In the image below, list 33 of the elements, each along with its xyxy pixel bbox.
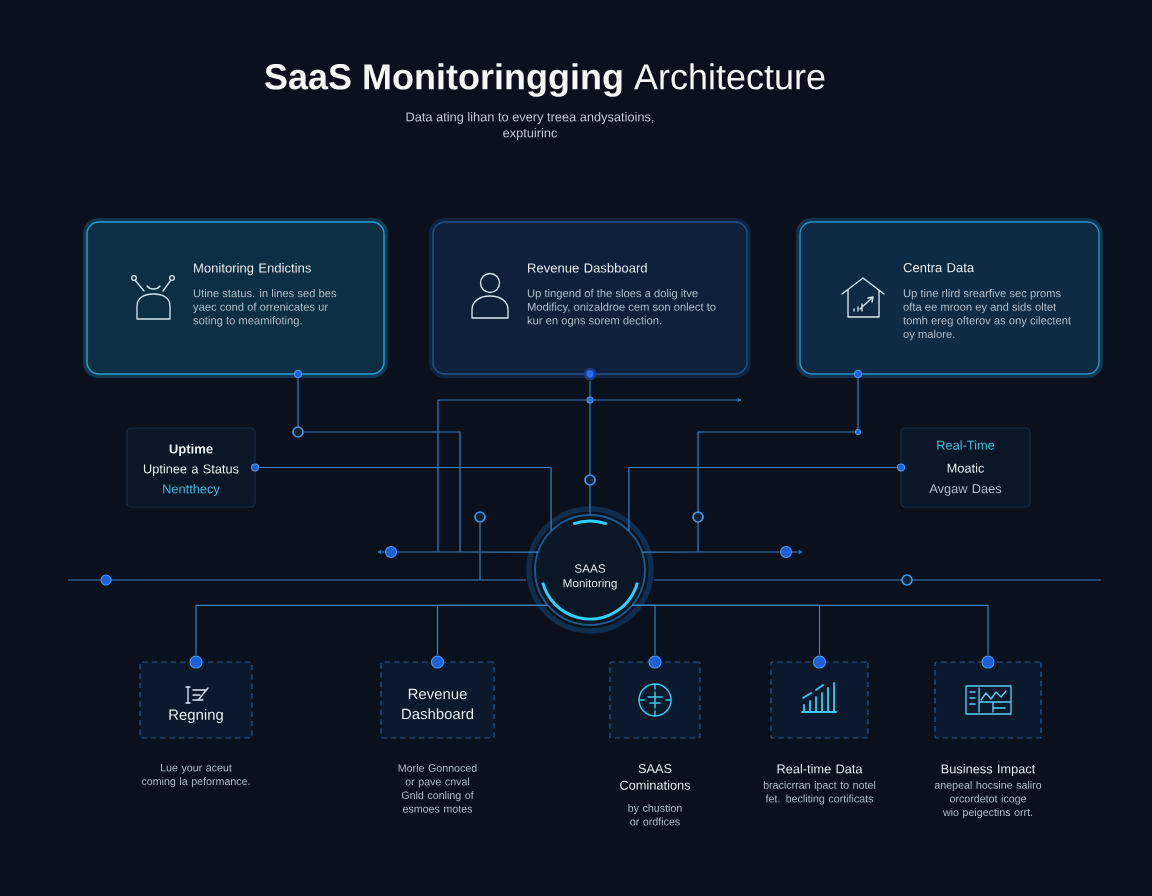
heading: Business Impact xyxy=(941,764,1036,776)
connector-line xyxy=(631,604,989,656)
title: SaaS Monitoringging Architecture xyxy=(265,63,825,97)
connector-line xyxy=(258,466,552,532)
connector-line xyxy=(436,604,549,656)
connector-line xyxy=(584,379,596,516)
card-heading: Centra Data xyxy=(903,263,975,273)
hub-circle xyxy=(526,506,654,634)
heading: SAAS Cominations xyxy=(620,764,691,790)
caption-text: Lue your aceut coming la peformance. xyxy=(141,764,250,788)
heading: Real-time Data xyxy=(777,764,863,774)
card-text: Up tine rlird srearfive sec proms ofta ee mroon ey and sids oltet tomh ereg ofterov as ony cilectent oy malore. xyxy=(903,289,1071,341)
connector-line xyxy=(628,466,898,532)
subtitle: Data ating lihan to every treea andysatioins, exptuirinc xyxy=(406,112,654,140)
box-label: Uptime xyxy=(169,443,213,457)
caption-text: by chustion or ordfices xyxy=(628,804,682,826)
box-label: Revenue Dashboard xyxy=(402,688,474,720)
caption-text: Morie Gonnoced or pave cnval Gnld conling of esmoes motes xyxy=(398,764,477,813)
box-label: Avgaw Daes xyxy=(929,484,1002,496)
caption-text: anepeal hocsine saliro orcordetot icoge wio peigectins orrt. xyxy=(934,781,1042,819)
box-label: Uptinee a Status xyxy=(143,464,239,476)
box-label: Real-Time xyxy=(937,440,995,450)
card-text: Up tingend of the sloes a dolig itve Modificy, onizaldroe cem son onlect to kur en ogns sorem dection. xyxy=(527,289,716,327)
box-label: Nentthecy xyxy=(163,484,220,496)
card-heading: Monitoring Endictins xyxy=(194,263,311,276)
card-text: Utine status. in lines sed bes yaec cond of orrenicates ur soting to meamifoting. xyxy=(193,289,337,327)
hub-label: SAAS Monitoring xyxy=(563,564,617,590)
connector-line xyxy=(292,377,539,553)
connector-line xyxy=(641,377,862,553)
card-heading: Revenue Dasbboard xyxy=(528,263,647,273)
box-label: Moatic xyxy=(947,463,984,473)
box-label: Regning xyxy=(169,709,223,723)
caption-text: bracicrran ipact to notel fet. becliting cortificats xyxy=(763,781,876,805)
